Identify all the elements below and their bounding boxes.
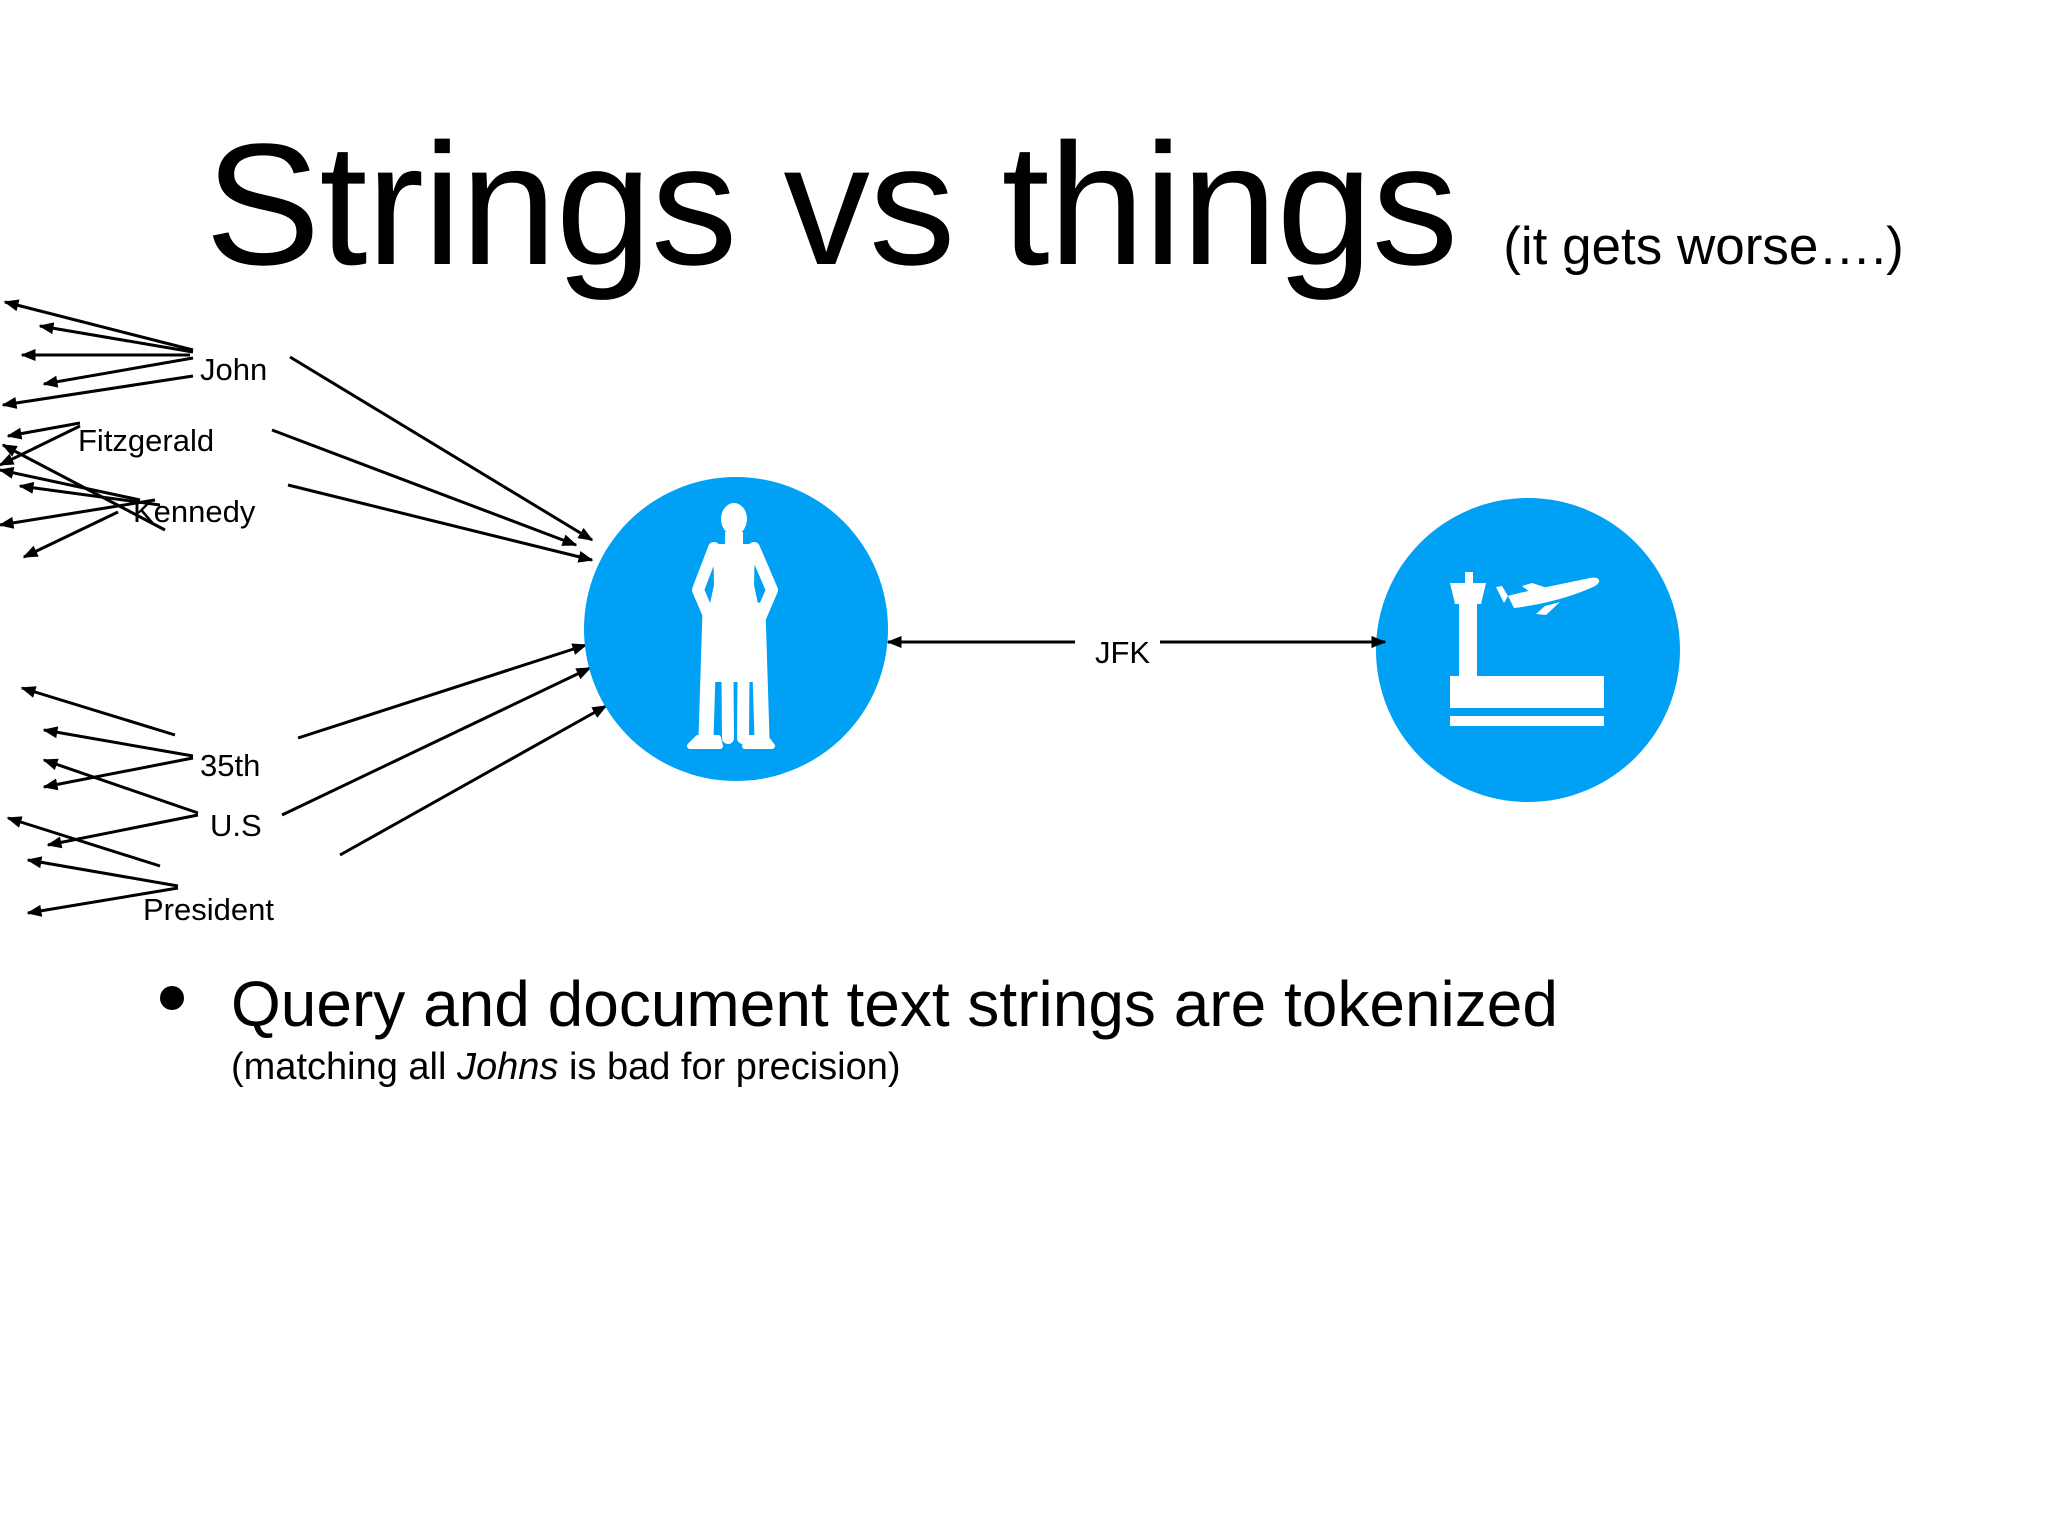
slide-subtitle: (it gets worse….) — [1503, 217, 1904, 276]
bullet-note-start: (matching all — [231, 1046, 457, 1088]
bullet-text: Query and document text strings are toke… — [231, 968, 1558, 1040]
token-john: John — [200, 352, 267, 387]
airport-entity — [1376, 498, 1680, 802]
slide-title: Strings vs things — [205, 107, 1458, 301]
slide-title-row: Strings vs things (it gets worse….) — [205, 118, 1904, 291]
person-entity — [584, 477, 888, 781]
bullet-dot — [160, 986, 184, 1010]
bullet-note-emphasis: Johns — [456, 1046, 559, 1088]
airport-tower-plane-icon — [1450, 572, 1604, 726]
token-to-entity-arrows — [271, 355, 608, 857]
airport-circle — [1376, 498, 1680, 802]
token-scatter-arrows — [0, 299, 199, 917]
bullet-note: (matching all Johns is bad for precision… — [231, 1048, 901, 1086]
token-labels: John Fitzgerald Kennedy 35th U.S Preside… — [78, 352, 274, 927]
jfk-label: JFK — [1095, 635, 1150, 670]
token-fitzgerald: Fitzgerald — [78, 423, 214, 458]
token-us: U.S — [210, 808, 262, 843]
person-silhouette-icon — [687, 503, 778, 749]
token-kennedy: Kennedy — [133, 494, 256, 529]
token-president: President — [143, 892, 274, 927]
bullet-note-end: is bad for precision) — [558, 1046, 901, 1088]
token-35th: 35th — [200, 748, 260, 783]
